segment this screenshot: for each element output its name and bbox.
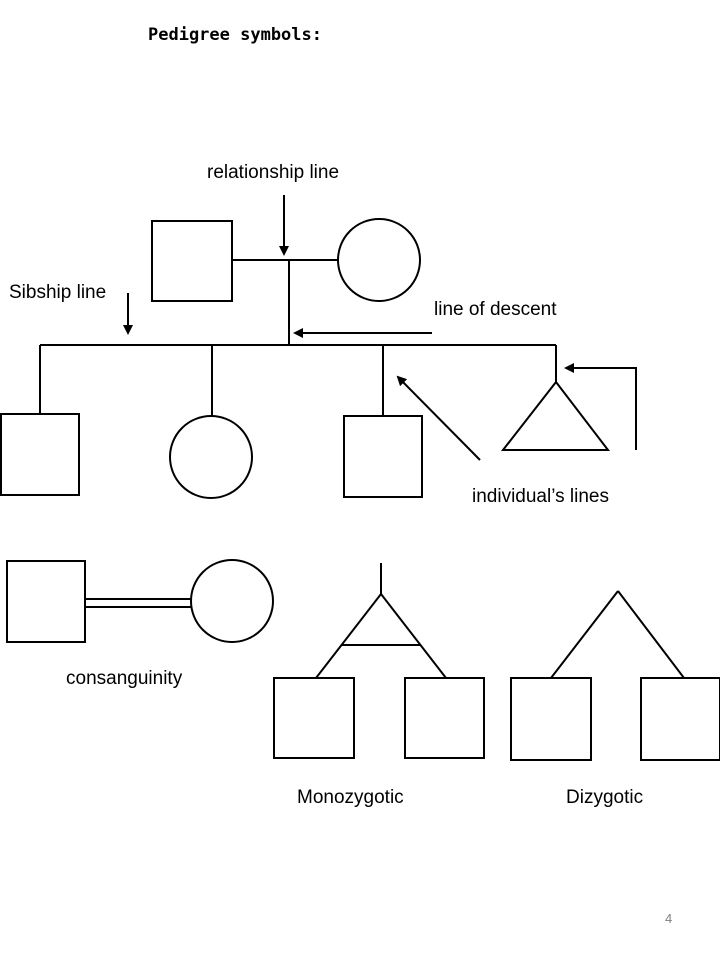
consanguinity-label: consanguinity: [66, 668, 183, 689]
individuals-lines-label: individual’s lines: [472, 486, 609, 507]
line-of-descent-label: line of descent: [434, 299, 557, 320]
female-symbol-consanguinity: [190, 559, 274, 643]
monozygotic-right-branch: [380, 593, 447, 679]
male-symbol-monozygotic-2: [404, 677, 485, 759]
dizygotic-label: Dizygotic: [566, 787, 643, 808]
page-title: Pedigree symbols:: [148, 25, 322, 45]
sibship-line-label: Sibship line: [9, 282, 106, 303]
male-symbol-consanguinity: [6, 560, 86, 643]
relationship-line-label: relationship line: [207, 162, 339, 183]
dizygotic-left-branch: [550, 590, 619, 679]
male-symbol-child-1: [0, 413, 80, 496]
male-symbol-father: [151, 220, 233, 302]
monozygotic-left-branch: [315, 593, 382, 679]
female-symbol-child-2: [169, 415, 253, 499]
triangle-symbol-child-4: [500, 380, 611, 451]
male-symbol-child-3: [343, 415, 423, 498]
individuals-lines-arrow-elbow: [564, 363, 637, 450]
individuals-lines-arrow-diagonal: [396, 375, 481, 461]
page-number: 4: [665, 911, 672, 926]
dizygotic-right-branch: [617, 590, 685, 679]
male-symbol-dizygotic-1: [510, 677, 592, 761]
male-symbol-monozygotic-1: [273, 677, 355, 759]
monozygotic-label: Monozygotic: [297, 787, 404, 808]
female-symbol-mother: [337, 218, 421, 302]
male-symbol-dizygotic-2: [640, 677, 720, 761]
